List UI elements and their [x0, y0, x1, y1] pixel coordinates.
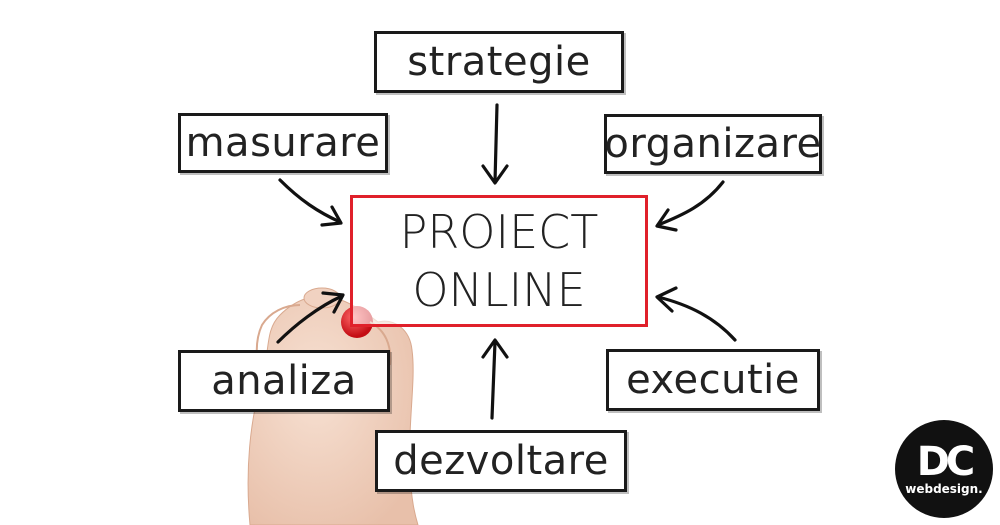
node-strategie-label: strategie	[407, 39, 591, 85]
node-masurare-label: masurare	[185, 120, 381, 166]
node-masurare: masurare	[178, 113, 388, 173]
logo-subtitle: webdesign.	[905, 482, 983, 496]
logo-mark: DC	[916, 439, 976, 485]
arrow-dezvoltare	[481, 338, 509, 420]
node-strategie: strategie	[374, 31, 624, 93]
node-executie-label: executie	[626, 357, 800, 403]
node-organizare-label: organizare	[604, 121, 822, 167]
node-organizare: organizare	[604, 114, 822, 174]
center-node-line-1: PROIECT	[399, 205, 599, 259]
node-executie: executie	[606, 349, 820, 411]
node-dezvoltare-label: dezvoltare	[393, 438, 609, 484]
arrow-masurare	[278, 178, 343, 227]
arrow-organizare	[655, 180, 725, 232]
dc-webdesign-logo: DC webdesign.	[895, 420, 993, 518]
arrow-strategie	[481, 103, 509, 185]
node-analiza-label: analiza	[211, 358, 357, 404]
node-dezvoltare: dezvoltare	[375, 430, 627, 492]
arrow-executie	[655, 286, 737, 342]
node-analiza: analiza	[178, 350, 390, 412]
arrow-analiza	[276, 291, 345, 344]
center-node-line-2: ONLINE	[412, 263, 586, 317]
center-node-proiect-online: PROIECT ONLINE	[350, 195, 648, 327]
